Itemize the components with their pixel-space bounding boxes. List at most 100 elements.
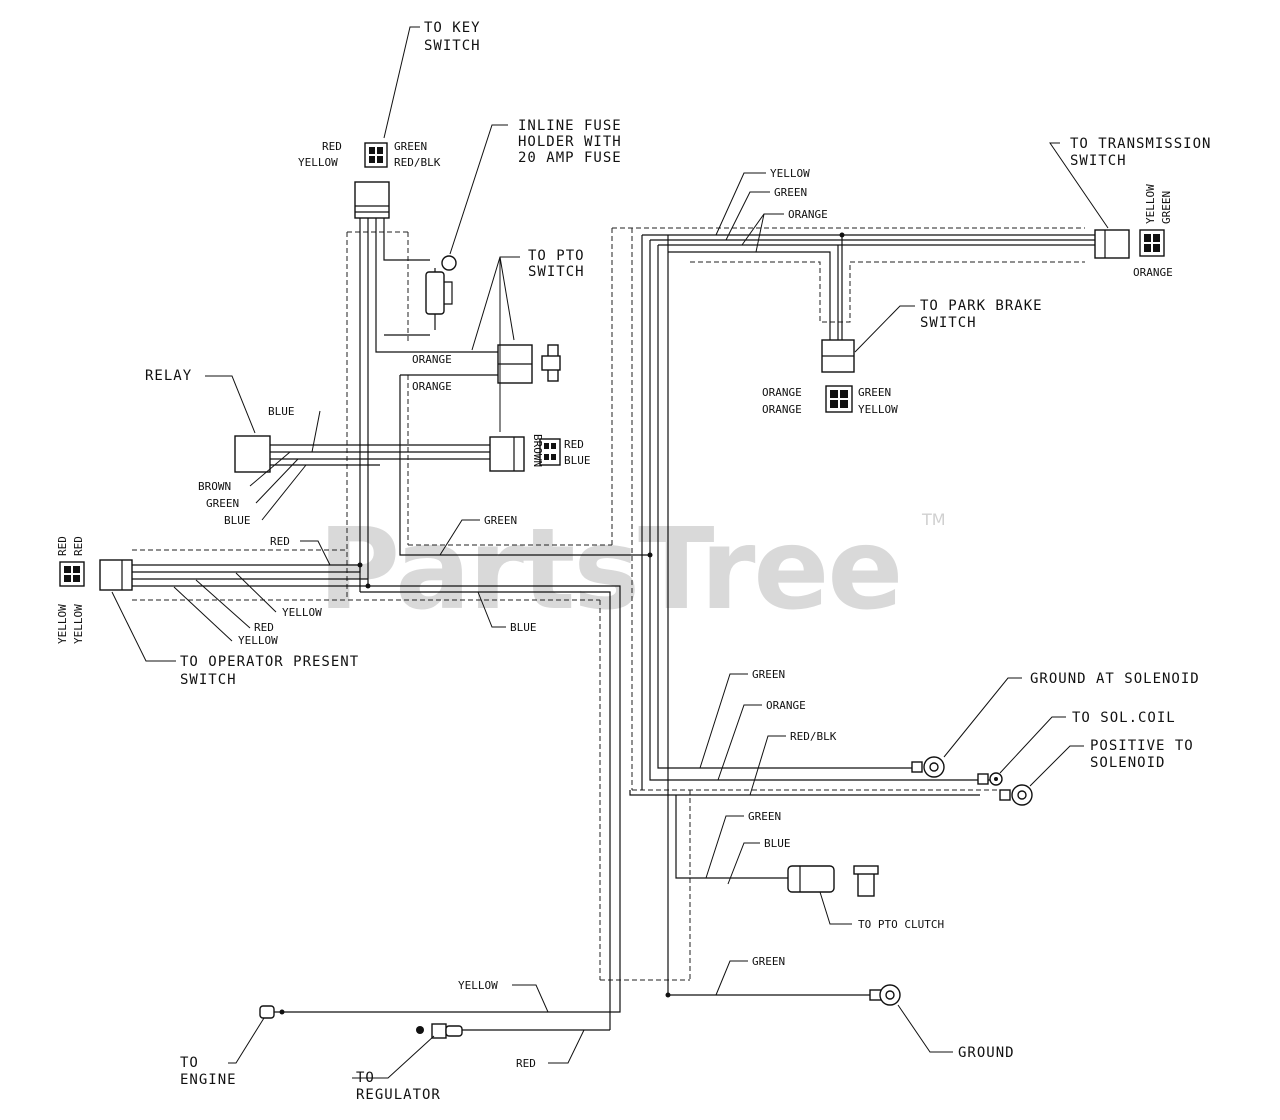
wire-label: GREEN bbox=[752, 955, 785, 968]
wire-labels: ORANGE ORANGE BLUE BROWN GREEN BLUE RED … bbox=[198, 167, 837, 1070]
callout-positive-solenoid-line1: POSITIVE TO bbox=[1090, 738, 1194, 754]
sol-coil-terminal-icon bbox=[977, 772, 1003, 786]
wire-label: YELLOW bbox=[282, 606, 322, 619]
leader-line bbox=[727, 842, 760, 885]
positive-solenoid-ring-terminal-icon bbox=[999, 784, 1033, 806]
pin-label: RED/BLK bbox=[394, 156, 441, 169]
operator-present-plug bbox=[99, 559, 133, 591]
harness-outline bbox=[690, 261, 1085, 323]
harness-outlines bbox=[132, 227, 1085, 981]
wire bbox=[375, 185, 498, 353]
leader-lines bbox=[111, 26, 1109, 1079]
pin-label: BLUE bbox=[564, 454, 591, 467]
callout-fuse-holder-line3: 20 AMP FUSE bbox=[518, 150, 622, 166]
leader-line bbox=[548, 1029, 585, 1064]
wire-label: YELLOW bbox=[770, 167, 810, 180]
watermark-brand: PartsTree bbox=[318, 505, 901, 635]
pin-label: ORANGE bbox=[762, 403, 802, 416]
leader-line bbox=[255, 458, 299, 504]
wire-label: BROWN bbox=[198, 480, 231, 493]
wire-label: GREEN bbox=[752, 668, 785, 681]
wire-label: BLUE bbox=[224, 514, 251, 527]
callout-operator-line2: SWITCH bbox=[180, 672, 237, 688]
leader-line bbox=[477, 591, 506, 628]
wire-label: GREEN bbox=[484, 514, 517, 527]
leader-line bbox=[705, 815, 744, 879]
leader-line bbox=[943, 677, 1022, 758]
transmission-plug bbox=[1094, 229, 1130, 259]
leader-line bbox=[439, 519, 480, 556]
pin-label: GREEN bbox=[1160, 191, 1173, 224]
key-switch-connector-icon bbox=[364, 142, 388, 168]
junction-dot bbox=[839, 232, 845, 238]
pin-label: RED bbox=[56, 536, 69, 556]
callout-relay: RELAY bbox=[145, 368, 192, 384]
leader-line bbox=[699, 673, 748, 769]
callout-pto-switch-line1: TO PTO bbox=[528, 248, 585, 264]
callout-transmission-line1: TO TRANSMISSION bbox=[1070, 136, 1211, 152]
junction-dot bbox=[647, 552, 653, 558]
junction-dot bbox=[665, 992, 671, 998]
wire-label: ORANGE bbox=[788, 208, 828, 221]
pin-label: ORANGE bbox=[1133, 266, 1173, 279]
leader-line bbox=[999, 716, 1066, 774]
junction-dots bbox=[357, 232, 845, 998]
leader-line bbox=[383, 26, 420, 139]
pin-label: YELLOW bbox=[1144, 184, 1157, 224]
callout-regulator-line2: REGULATOR bbox=[356, 1087, 441, 1103]
leader-line bbox=[300, 540, 331, 566]
wire bbox=[360, 591, 611, 1030]
pin-labels: RED GREEN YELLOW RED/BLK RED BLUE BROWN … bbox=[56, 140, 1173, 644]
pin-label: YELLOW bbox=[56, 604, 69, 644]
callout-park-brake-line2: SWITCH bbox=[920, 315, 977, 331]
leader-line bbox=[749, 735, 786, 796]
callout-fuse-holder-line1: INLINE FUSE bbox=[518, 118, 622, 134]
leader-line bbox=[261, 464, 307, 521]
leader-line bbox=[111, 591, 176, 662]
pin-label: ORANGE bbox=[762, 386, 802, 399]
wire bbox=[272, 1000, 621, 1013]
callout-ground-at-solenoid: GROUND AT SOLENOID bbox=[1030, 671, 1200, 687]
leader-line bbox=[311, 410, 321, 453]
junction-dot bbox=[365, 583, 371, 589]
wire-label: RED bbox=[254, 621, 274, 634]
wire-label: RED bbox=[516, 1057, 536, 1070]
pin-label: RED bbox=[72, 536, 85, 556]
leader-line bbox=[897, 1004, 953, 1053]
components bbox=[59, 142, 1165, 1039]
leader-line bbox=[235, 572, 277, 613]
leader-line bbox=[499, 256, 515, 341]
relay-icon bbox=[234, 435, 271, 473]
leader-line bbox=[715, 960, 748, 996]
callout-park-brake-line1: TO PARK BRAKE bbox=[920, 298, 1043, 314]
junction-dot bbox=[357, 562, 363, 568]
wire-label: GREEN bbox=[748, 810, 781, 823]
transmission-connector-icon bbox=[1139, 229, 1165, 257]
ground-ring-terminal-icon bbox=[869, 984, 901, 1006]
wire-label: ORANGE bbox=[412, 380, 452, 393]
callout-engine-line2: ENGINE bbox=[180, 1072, 237, 1088]
wire-label: BLUE bbox=[510, 621, 537, 634]
leader-line bbox=[755, 213, 765, 253]
callout-engine-line1: TO bbox=[180, 1055, 199, 1071]
wire bbox=[675, 795, 790, 879]
callout-fuse-holder-line2: HOLDER WITH bbox=[518, 134, 622, 150]
wire-label: RED/BLK bbox=[790, 730, 837, 743]
leader-line bbox=[725, 191, 770, 241]
callout-ground: GROUND bbox=[958, 1045, 1015, 1061]
watermark-trademark: TM bbox=[921, 510, 946, 529]
pin-label: YELLOW bbox=[72, 604, 85, 644]
leader-line bbox=[717, 704, 762, 781]
wire bbox=[383, 185, 430, 261]
pin-label: YELLOW bbox=[858, 403, 898, 416]
operator-present-connector-icon bbox=[59, 561, 85, 587]
pin-label: GREEN bbox=[858, 386, 891, 399]
pin-label: RED bbox=[564, 438, 584, 451]
key-switch-harness-plug bbox=[354, 181, 390, 219]
leader-line bbox=[173, 586, 233, 642]
wire bbox=[649, 555, 1000, 781]
pto-switch-connector-icon bbox=[541, 344, 561, 382]
regulator-connector-icon bbox=[416, 1023, 463, 1039]
wire-label: RED bbox=[270, 535, 290, 548]
